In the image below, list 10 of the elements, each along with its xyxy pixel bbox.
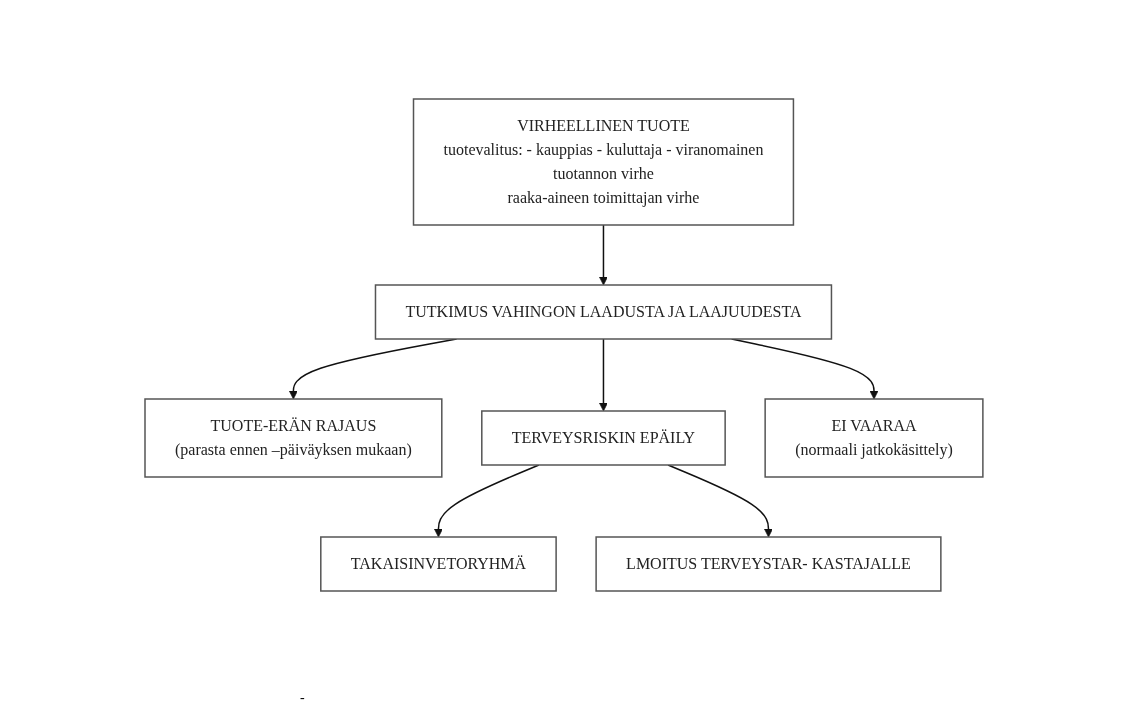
node-box: LMOITUS TERVEYSTAR- KASTAJALLE xyxy=(595,536,942,592)
node-box: VIRHEELLINEN TUOTE tuotevalitus: - kauppias - kuluttaja - viranomainen tuotannon virhe raaka-aineen toimittajan virhe xyxy=(412,98,795,226)
node-box: EI VAARAA (normaali jatkokäsittely) xyxy=(764,398,984,478)
node-box: TERVEYSRISKIN EPÄILY xyxy=(481,410,726,466)
arrow xyxy=(599,338,608,412)
node-box: TAKAISINVETORYHMÄ xyxy=(320,536,557,592)
node-box: TUOTE-ERÄN RAJAUS (parasta ennen –päiväyksen mukaan) xyxy=(144,398,443,478)
node-box: TUTKIMUS VAHINGON LAADUSTA JA LAAJUUDESTA xyxy=(374,284,833,340)
note-text: - xyxy=(300,690,305,706)
arrow xyxy=(599,224,608,286)
